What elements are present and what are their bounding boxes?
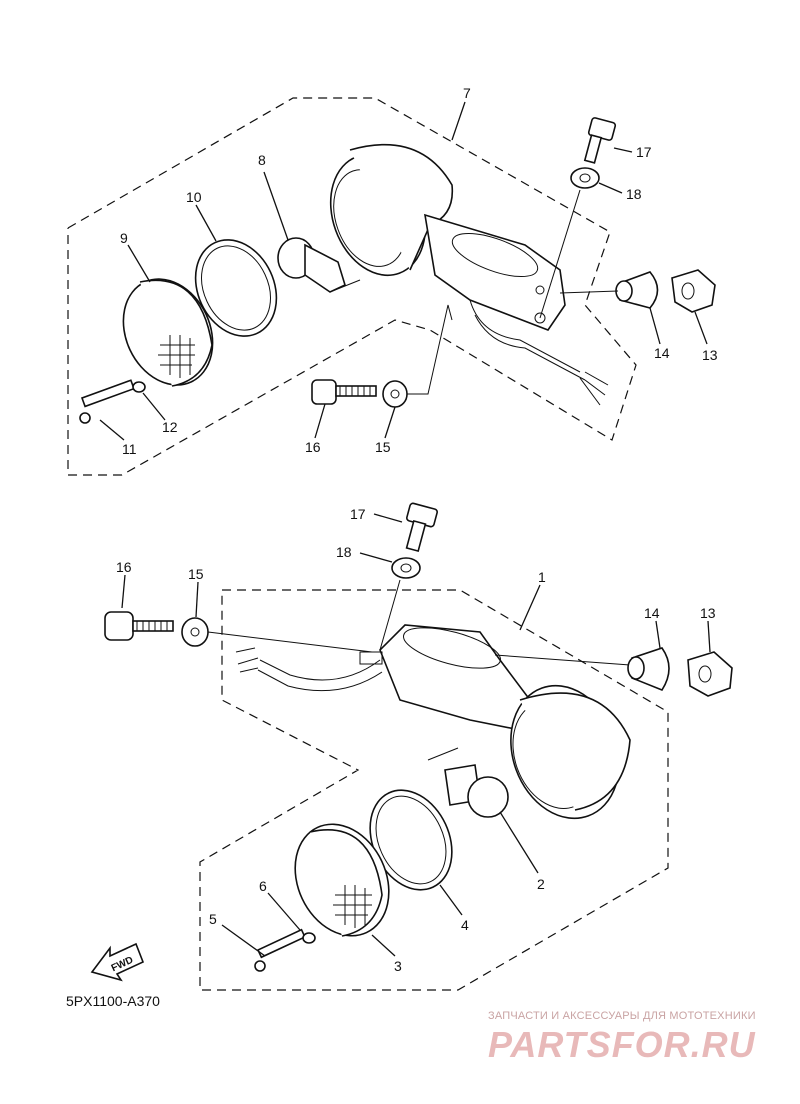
- bulb-top: [277, 237, 361, 293]
- lens-bottom: [294, 823, 390, 937]
- watermark-subtitle: ЗАПЧАСТИ И АКСЕССУАРЫ ДЛЯ МОТОТЕХНИКИ: [488, 1010, 756, 1022]
- collar-18-bottom: [391, 557, 421, 579]
- nut-13-bottom: [687, 651, 733, 697]
- label-13-top: 13: [702, 347, 718, 363]
- label-14-bottom: 14: [644, 605, 660, 621]
- label-12-top: 12: [162, 419, 178, 435]
- label-18-bottom: 18: [336, 544, 352, 560]
- label-14-top: 14: [654, 345, 670, 361]
- turn-signal-housing-top: [329, 143, 609, 406]
- label-17-top: 17: [636, 144, 652, 160]
- washer-bottom: [302, 932, 316, 944]
- washer-15-top: [382, 380, 408, 408]
- label-17-bottom: 17: [350, 506, 366, 522]
- bolt-17-top: [583, 117, 617, 164]
- bolt-top: [311, 379, 377, 405]
- bushing-14-top: [615, 271, 659, 309]
- gasket-top: [194, 239, 278, 337]
- fwd-arrow-icon: FWD: [90, 942, 145, 982]
- label-13-bottom: 13: [700, 605, 716, 621]
- bolt-17-bottom: [405, 502, 438, 553]
- washer-15-bottom: [181, 617, 209, 647]
- label-2-bottom: 2: [537, 876, 545, 892]
- label-15-top: 15: [375, 439, 391, 455]
- label-10-top: 10: [186, 189, 202, 205]
- watermark-logo: PARTSFOR.RU: [488, 1024, 756, 1065]
- label-11-top: 11: [122, 441, 137, 457]
- bolt-bottom: [104, 611, 174, 641]
- washer-top: [132, 381, 146, 393]
- label-7-top: 7: [463, 85, 471, 101]
- label-8-top: 8: [258, 152, 266, 168]
- collar-18-top: [570, 167, 600, 189]
- label-15-bottom: 15: [188, 566, 204, 582]
- nut-13-top: [671, 269, 716, 313]
- bushing-14-bottom: [627, 647, 670, 691]
- label-16-bottom: 16: [116, 559, 132, 575]
- bulb-bottom: [427, 747, 509, 818]
- label-6-bottom: 6: [259, 878, 267, 894]
- label-9-top: 9: [120, 230, 128, 246]
- label-16-top: 16: [305, 439, 321, 455]
- diagram-code: 5PX1100-A370: [66, 993, 160, 1009]
- turn-signal-housing-bottom: [235, 624, 631, 820]
- label-5-bottom: 5: [209, 911, 217, 927]
- screw-top: [79, 379, 135, 424]
- lens-top: [122, 278, 214, 387]
- bottom-assembly-outline: [199, 589, 669, 991]
- label-4-bottom: 4: [461, 917, 469, 933]
- label-3-bottom: 3: [394, 958, 402, 974]
- label-1-bottom: 1: [538, 569, 546, 585]
- label-18-top: 18: [626, 186, 642, 202]
- screw-bottom: [254, 928, 306, 972]
